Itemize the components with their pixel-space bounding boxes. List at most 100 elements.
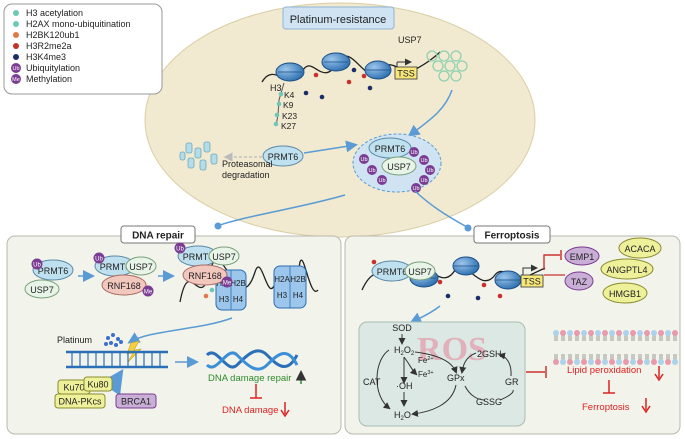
svg-text:USP7: USP7 <box>212 252 236 262</box>
legend-label: H3 acetylation <box>26 8 83 18</box>
repair-label: DNA damage repair <box>208 373 291 384</box>
svg-text:H2B: H2B <box>230 279 246 288</box>
chromatin-complex: PRMT6 USP7 RNF168 Ub Me <box>174 242 240 299</box>
emp1-label: EMP1 <box>570 252 595 262</box>
svg-text:H2B: H2B <box>290 275 306 284</box>
legend-label: H2BK120ub1 <box>26 30 80 40</box>
svg-text:Ub: Ub <box>412 186 419 192</box>
svg-text:DNA repair: DNA repair <box>132 231 184 242</box>
twogsh-label: 2GSH <box>477 349 502 359</box>
ferro-tss-label: TSS <box>523 277 541 287</box>
top-chromatin: TSS H3 K4 K9 K23 K27 <box>261 51 441 131</box>
fe3-label: Fe3+ <box>418 370 434 379</box>
degradation-line2: degradation <box>222 170 270 180</box>
legend-badge <box>11 63 21 73</box>
svg-text:Ub: Ub <box>410 150 417 156</box>
nucleosome <box>321 52 351 72</box>
repair-factors: Ku70 Ku80 DNA-PKcs BRCA1 <box>54 376 157 409</box>
dna-repair-title: DNA repair <box>120 225 196 244</box>
ferro-complex: PRMT6 USP7 <box>371 260 436 282</box>
usp7-top-label: USP7 <box>398 35 422 45</box>
svg-text:Ub: Ub <box>360 157 367 163</box>
svg-text:H3: H3 <box>277 291 288 300</box>
brca1-label: BRCA1 <box>121 397 151 407</box>
svg-text:Me: Me <box>12 77 20 83</box>
platinum-molecule-icon <box>104 333 123 347</box>
tss-box <box>520 274 544 288</box>
gr-label: GR <box>505 377 519 387</box>
ub-badge <box>377 175 387 185</box>
legend-item: H3K4me3 <box>13 52 66 62</box>
legend-swatch <box>13 43 19 49</box>
legend-swatch <box>13 10 19 16</box>
svg-text:Ferroptosis: Ferroptosis <box>484 231 539 242</box>
svg-text:Ub: Ub <box>368 168 375 174</box>
title-text: Platinum-resistance <box>290 14 387 26</box>
svg-text:PRMT6: PRMT6 <box>268 152 299 162</box>
damage-label: DNA damage <box>222 405 279 416</box>
svg-text:USP7: USP7 <box>129 262 153 272</box>
nucleosome <box>364 60 392 80</box>
cat-label: CAT <box>363 377 381 387</box>
nucleosome <box>452 256 480 276</box>
degradation-line1: Proteasomal <box>222 159 273 169</box>
svg-text:Ub: Ub <box>12 66 19 72</box>
legend-item: H3R2me2a <box>13 41 72 51</box>
legend-item: H3 acetylation <box>13 8 83 18</box>
svg-text:USP7: USP7 <box>387 162 411 172</box>
legend-item: H2BK120ub1 <box>13 30 80 40</box>
legend-swatch <box>13 54 19 60</box>
h3-label: H3 <box>270 83 282 93</box>
ub-badge <box>425 165 435 175</box>
legend-label: H3K4me3 <box>26 52 66 62</box>
sod-label: SOD <box>392 323 412 333</box>
usp7-circles <box>426 50 468 82</box>
prmt6-usp7-rnf168-group: PRMT6 USP7 RNF168 Ub Me <box>93 252 157 297</box>
ub-badge <box>367 165 377 175</box>
svg-text:H3: H3 <box>219 295 230 304</box>
platinum-resistance-title: Platinum-resistance <box>282 6 395 30</box>
fe2-label: Fe2+ <box>418 356 434 365</box>
legend-label: H2AX mono-ubiquitination <box>26 19 131 29</box>
gpx-label: GPx <box>447 373 465 383</box>
hmgb1-label: HMGB1 <box>609 289 641 299</box>
svg-text:PRMT6: PRMT6 <box>375 144 406 154</box>
nucleosome <box>494 270 522 290</box>
gssg-label: GSSG <box>476 397 502 407</box>
ferro-label: Ferroptosis <box>582 402 630 413</box>
oh-label: ·OH <box>396 381 413 391</box>
svg-text:PRMT6: PRMT6 <box>100 262 131 272</box>
svg-text:Ub: Ub <box>420 158 427 164</box>
svg-text:Ub: Ub <box>95 257 103 263</box>
legend-swatch <box>13 21 19 27</box>
legend-swatch <box>13 32 19 38</box>
svg-text:Me: Me <box>223 281 232 287</box>
h2o-label: H2O <box>394 410 411 422</box>
nucleosome <box>275 62 305 82</box>
ub-badge <box>409 147 419 157</box>
legend-badge <box>11 74 21 84</box>
cell-ellipse <box>144 2 536 238</box>
svg-text:Ub: Ub <box>33 263 41 269</box>
residue-k27: K27 <box>281 121 296 131</box>
dna-ladder <box>66 350 168 369</box>
svg-text:Ub: Ub <box>378 178 385 184</box>
legend-label: Methylation <box>26 74 72 84</box>
svg-text:Ub: Ub <box>426 168 433 174</box>
double-helix-icon <box>205 349 299 371</box>
prmt6-usp7-pair-1: PRMT6 USP7 Ub <box>24 258 74 299</box>
ku70-label: Ku70 <box>63 383 84 393</box>
dnapkcs-label: DNA-PKcs <box>58 397 102 407</box>
ub-badge <box>419 155 429 165</box>
svg-text:USP7: USP7 <box>30 285 54 295</box>
legend-item: H2AX mono-ubiquitination <box>13 19 131 29</box>
svg-text:Me: Me <box>144 290 153 296</box>
tss-label: TSS <box>397 69 415 79</box>
angptl4-label: ANGPTL4 <box>606 265 647 275</box>
svg-text:H4: H4 <box>293 291 304 300</box>
svg-text:H4: H4 <box>233 295 244 304</box>
svg-text:PRMT6: PRMT6 <box>183 252 214 262</box>
svg-text:PRMT6: PRMT6 <box>377 267 408 277</box>
